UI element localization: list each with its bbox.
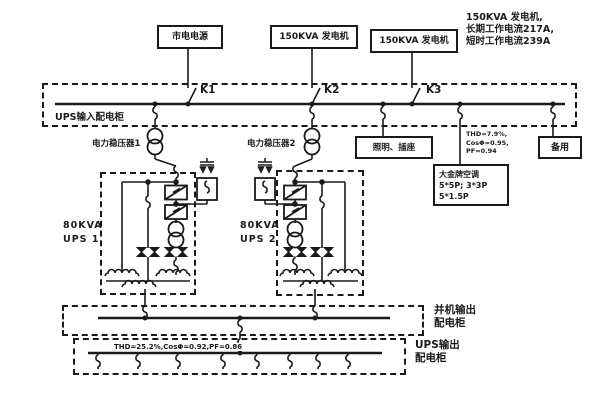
generator1-box: 150KVA 发电机 xyxy=(270,25,358,49)
generator-note-line2: 长期工作电流217A, xyxy=(466,24,554,35)
generator-note: 150KVA 发电机, 长期工作电流217A, 短时工作电流239A xyxy=(466,12,554,48)
stabilizer2-transformer-icon xyxy=(303,127,321,156)
stabilizer1-transformer-icon xyxy=(146,127,164,156)
aircon-box: 大金牌空调 5*5P; 3*3P 5*1.5P xyxy=(433,164,509,206)
ups1-label-line2: UPS 1 xyxy=(63,234,100,245)
generator-note-line3: 短时工作电流239A xyxy=(466,36,551,47)
bus-note-line2: CosΦ=0.95, xyxy=(466,138,509,147)
output-cabinet-label: UPS输出 配电柜 xyxy=(415,339,460,365)
ups-input-cabinet-outline xyxy=(42,83,577,127)
ups2-battery-box xyxy=(254,177,276,201)
ups2-label: 80KVA UPS 2 xyxy=(240,219,280,247)
aircon-line2: 5*5P; 3*3P xyxy=(439,180,488,190)
ups2-label-line1: 80KVA xyxy=(240,220,280,231)
switch-k1-label: K1 xyxy=(200,84,216,96)
lighting-socket-box: 照明、插座 xyxy=(355,136,433,159)
input-bus-metrics: THD=7.9%, CosΦ=0.95, PF=0.94 xyxy=(466,130,509,156)
aircon-line1: 大金牌空调 xyxy=(439,169,479,179)
stabilizer2-label: 电力稳压器2 xyxy=(245,137,298,149)
mains-source-box: 市电电源 xyxy=(157,25,223,49)
bus-note-line3: PF=0.94 xyxy=(466,147,497,155)
output-bus-metrics: THD=25.2%,CosΦ=0.92,PF=0.86 xyxy=(112,343,245,351)
ups2-label-line2: UPS 2 xyxy=(240,234,277,245)
output-cabinet-line2: 配电柜 xyxy=(415,352,447,364)
ups2-outline xyxy=(276,170,364,296)
ups1-label-line1: 80KVA xyxy=(63,220,103,231)
generator-note-line1: 150KVA 发电机, xyxy=(466,12,543,23)
ups1-label: 80KVA UPS 1 xyxy=(63,219,103,247)
spare-box: 备用 xyxy=(538,136,582,159)
switch-k2-label: K2 xyxy=(324,84,340,96)
ups1-outline xyxy=(100,172,196,295)
stabilizer1-label: 电力稳压器1 xyxy=(90,137,143,149)
input-cabinet-label: UPS输入配电柜 xyxy=(53,109,127,123)
parallel-cabinet-line2: 配电柜 xyxy=(434,317,466,329)
ups1-battery-icon xyxy=(199,157,215,173)
aircon-line3: 5*1.5P xyxy=(439,191,469,201)
generator2-box: 150KVA 发电机 xyxy=(370,29,458,53)
switch-k3-label: K3 xyxy=(426,84,442,96)
ups2-battery-icon xyxy=(257,157,273,173)
parallel-cabinet-label: 并机输出 配电柜 xyxy=(434,304,476,330)
bus-note-line1: THD=7.9%, xyxy=(466,130,508,138)
output-cabinet-line1: UPS输出 xyxy=(415,339,460,351)
ups1-battery-box xyxy=(196,177,218,201)
parallel-output-cabinet-outline xyxy=(62,305,424,336)
parallel-cabinet-line1: 并机输出 xyxy=(434,304,476,316)
